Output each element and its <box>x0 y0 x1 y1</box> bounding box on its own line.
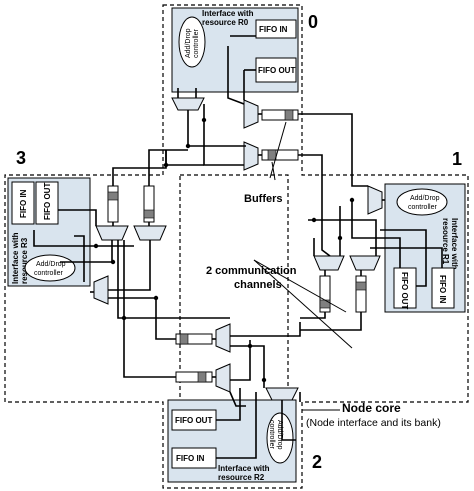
mux-left-top-b <box>133 225 167 241</box>
mux-bottom-c <box>265 387 299 401</box>
node-3-fifo-in <box>11 181 35 225</box>
node-1-controller-line2: controller <box>408 204 437 211</box>
node-0-fifo-in <box>255 19 297 39</box>
node-2: FIFO OUT FIFO IN Add/Drop controller Int… <box>167 399 322 483</box>
mux-right-bottom-a <box>313 255 345 271</box>
mux-top-right-a <box>243 99 259 129</box>
node-0-fifo-out-label: FIFO OUT <box>258 66 295 75</box>
node-3-controller <box>24 254 76 282</box>
node-2-interface-line1: Interface with <box>218 464 270 473</box>
node-1-fifo-out <box>393 267 417 309</box>
buffers-label: Buffers <box>244 193 283 205</box>
node-2-fifo-out-label: FIFO OUT <box>175 416 212 425</box>
mux-right-bottom-b <box>349 255 381 271</box>
mux-top-right-b <box>243 141 259 171</box>
node-3-interface-line2: resource R3 <box>20 237 29 284</box>
node-1-fifo-in <box>431 267 455 309</box>
node-2-controller <box>266 412 294 464</box>
node-0-controller-line2: controller <box>193 29 200 58</box>
node-0-number: 0 <box>308 12 318 32</box>
buffer-bottom-b <box>175 371 213 383</box>
mux-right-top <box>367 185 383 215</box>
buffer-right-b <box>355 275 367 313</box>
node-0-controller <box>178 16 206 68</box>
node-3-number: 3 <box>16 148 26 168</box>
node-1-number: 1 <box>452 149 462 169</box>
node-core-description: (Node interface and its bank) <box>306 417 441 429</box>
buffer-top-b <box>261 149 299 161</box>
channels-label-line1: 2 communication <box>206 265 297 277</box>
node-3-fifo-out <box>35 181 59 225</box>
node-1-interface-line2: resource R1 <box>441 218 450 265</box>
node-1-interface-line1: Interface with <box>450 218 459 270</box>
mux-top-left <box>171 97 205 111</box>
node-3-fifo-in-label: FIFO IN <box>19 189 28 218</box>
inner-ring-outline <box>179 174 289 403</box>
buffer-top-a <box>261 109 299 121</box>
channels-label-line2: channels <box>234 279 282 291</box>
junctions <box>93 117 355 383</box>
node-core-label: Node core <box>342 401 401 415</box>
node-2-fifo-in-label: FIFO IN <box>176 454 205 463</box>
node-1-controller-line1: Add/Drop <box>410 195 440 202</box>
node-2-number: 2 <box>312 452 322 472</box>
node-3-controller-line2: controller <box>34 270 63 277</box>
node-0-fifo-out <box>255 57 297 83</box>
node-0-controller-line1: Add/Drop <box>185 28 192 58</box>
mux-left-top-a <box>95 225 129 241</box>
node-0-interface-line2: resource R0 <box>202 18 249 27</box>
node-1-controller <box>396 188 448 216</box>
node-3-fifo-out-label: FIFO OUT <box>43 183 52 220</box>
wiring <box>33 35 443 459</box>
node-0-fifo-in-label: FIFO IN <box>259 25 288 34</box>
buffers <box>107 109 367 383</box>
node-1-fifo-in-label: FIFO IN <box>438 275 447 304</box>
node-3-controller-line1: Add/Drop <box>36 261 66 268</box>
node-3-interface-line1: Interface with <box>11 232 20 284</box>
buffer-left-a <box>107 185 119 223</box>
node-0: Interface with resource R0 Add/Drop cont… <box>171 7 318 93</box>
node-0-interface-line1: Interface with <box>202 9 254 18</box>
node-2-interface-line2: resource R2 <box>218 473 265 482</box>
node-core-outline <box>4 4 469 489</box>
node-2-controller-line2: controller <box>268 420 275 449</box>
mux-bottom-a <box>215 323 231 353</box>
mux-left-bottom <box>93 275 109 305</box>
node-1-fifo-out-label: FIFO OUT <box>400 272 409 309</box>
node-2-controller-line1: Add/Drop <box>276 420 283 450</box>
node-3: FIFO IN FIFO OUT Interface with resource… <box>7 148 91 287</box>
mux-bottom-b <box>215 363 231 393</box>
